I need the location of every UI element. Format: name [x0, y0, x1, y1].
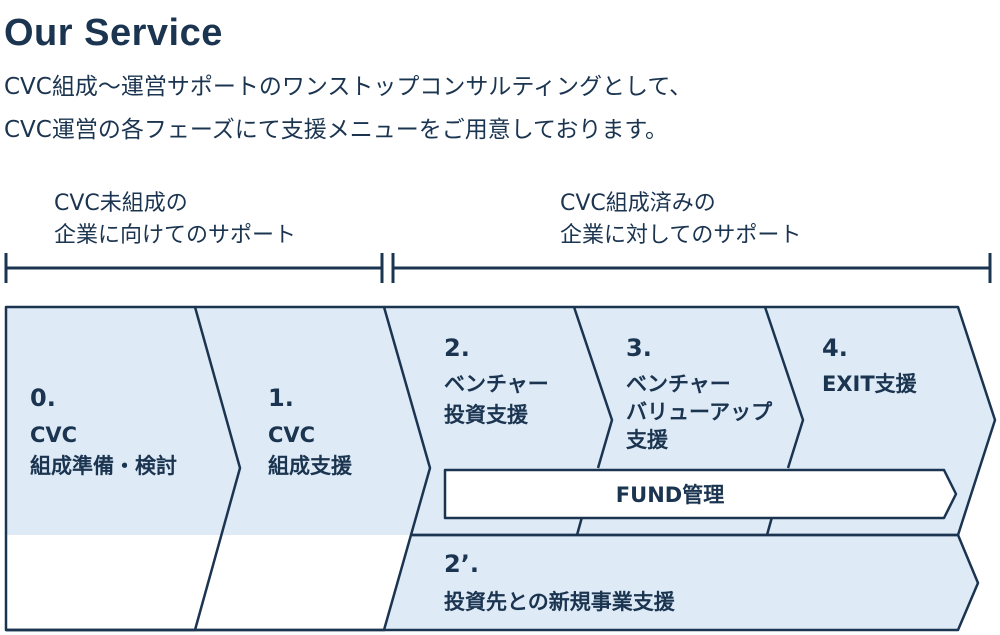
range-bracket-post-formation: [391, 253, 992, 283]
stage-2-line-1: ベンチャー: [444, 372, 549, 396]
fund-label: FUND管理: [616, 483, 724, 507]
stage-2b-number: 2’.: [444, 550, 479, 578]
stage-1-outline: [195, 305, 432, 631]
range-label-pre-formation-line2: 企業に向けてのサポート: [54, 223, 297, 248]
stage-2b-label: 投資先との新規事業支援: [444, 590, 676, 614]
stage-2b-band: [385, 535, 978, 630]
page-title: Our Service: [4, 12, 223, 54]
divider-3-4: [763, 306, 805, 469]
fund-band: [443, 468, 958, 520]
stage-1-line-2: 組成支援: [268, 454, 353, 478]
range-label-pre-formation: CVC未組成の 企業に向けてのサポート: [54, 188, 296, 252]
stage-3-line-1: ベンチャー: [626, 372, 731, 396]
range-label-post-formation-line1: CVC組成済みの: [560, 191, 716, 216]
stage-0-box: [4, 305, 242, 632]
range-label-post-formation: CVC組成済みの 企業に対してのサポート: [560, 188, 801, 252]
stage-4-line-1: EXIT支援: [822, 372, 918, 396]
stage-3-number: 3.: [626, 334, 652, 362]
stage-0-line-2: 組成準備・検討: [30, 454, 177, 478]
description-line-2: CVC運営の各フェーズにて支援メニューをご用意しております。: [4, 117, 669, 143]
range-bracket-pre-formation: [4, 253, 384, 283]
stage-3-line-2: バリューアップ: [626, 400, 773, 424]
stage-3-line-3: 支援: [626, 428, 669, 452]
divider-3-4-lower: [765, 516, 774, 536]
stage-1-number: 1.: [268, 384, 294, 412]
range-label-pre-formation-line1: CVC未組成の: [54, 191, 188, 216]
stage-1-line-1: CVC: [268, 423, 315, 447]
stage-0-line-1: CVC: [30, 423, 77, 447]
stage-0-number: 0.: [30, 384, 56, 412]
stage-2-number: 2.: [444, 334, 470, 362]
description-line-1: CVC組成～運営サポートのワンストップコンサルティングとして、: [4, 74, 693, 100]
divider-2-3: [572, 306, 614, 469]
range-label-post-formation-line2: 企業に対してのサポート: [560, 223, 802, 248]
divider-2-3-lower: [575, 516, 584, 536]
stage-4-number: 4.: [822, 334, 848, 362]
stage-2-line-2: 投資支援: [444, 403, 529, 427]
stage-2b-outline: [6, 533, 980, 632]
